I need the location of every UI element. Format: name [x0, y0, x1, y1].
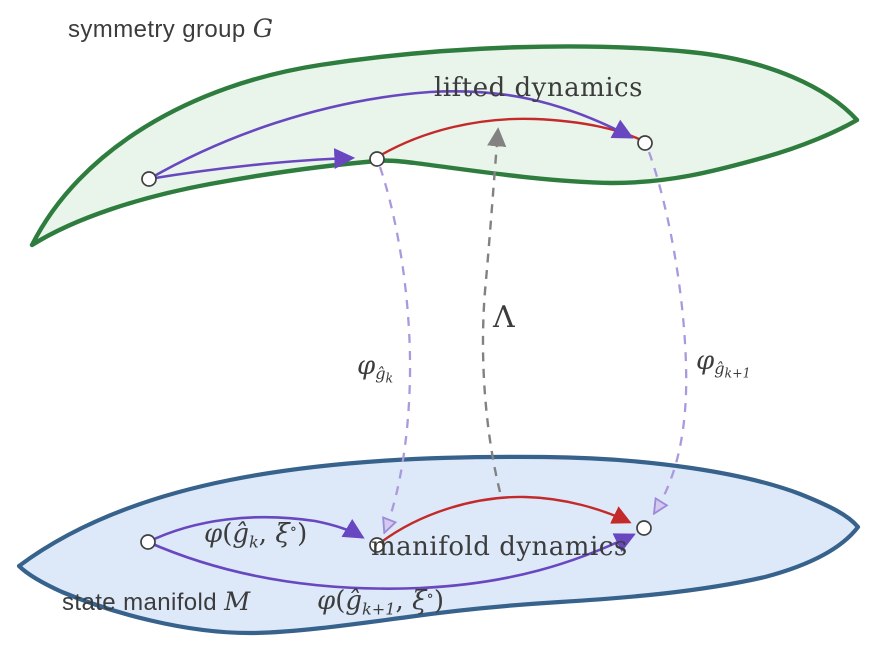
phi-gk1-phi: φ: [696, 346, 715, 376]
phi-gk1-label: φĝk+1: [696, 346, 751, 381]
action-k-sub: k: [249, 532, 259, 552]
phi-gk1-dashed-arrow: [647, 151, 688, 512]
phi-gk1-ghat: ĝ: [714, 359, 725, 379]
phi-gk-sub: k: [385, 370, 394, 386]
manifold-geodesic-arrow: [146, 533, 636, 590]
action-k1-rparen: ): [433, 586, 444, 616]
action-k1-comma: ,: [395, 586, 413, 616]
lambda-label: Λ: [493, 300, 515, 335]
action-k1-sub: k+1: [362, 599, 396, 619]
phi-gk-ghat: ĝ: [375, 364, 386, 384]
state-manifold-surface: [16, 454, 861, 636]
group-point-k1: [369, 151, 385, 167]
manifold-symbol: M: [224, 586, 251, 616]
phi-action-k-label: φ(ĝk, ξ∘): [204, 519, 308, 552]
group-point-k2: [637, 135, 653, 151]
manifold-step-arrow: [146, 515, 365, 544]
action-k-xi: ξ: [275, 519, 290, 549]
phi-action-k1-label: φ(ĝk+1, ξ∘): [317, 586, 444, 619]
phi-gk-label: φĝk: [357, 351, 394, 386]
state-manifold-label: state manifold M: [62, 586, 251, 617]
action-k-ring: ∘: [289, 519, 298, 538]
action-k-rparen: ): [297, 519, 308, 549]
action-k1-phi: φ: [317, 586, 336, 616]
action-k-comma: ,: [258, 519, 276, 549]
action-k1-xi: ξ: [412, 586, 427, 616]
group-symbol: G: [252, 13, 274, 43]
group-step-arrow: [147, 148, 356, 181]
symmetry-group-label-text: symmetry group: [68, 16, 253, 43]
manifold-dynamics-red-arrow: [378, 495, 632, 545]
manifold-point-k: [140, 534, 156, 550]
action-k-phi: φ: [204, 519, 223, 549]
action-k1-lparen: (: [335, 586, 346, 616]
phi-gk1-sub: k+1: [724, 365, 751, 381]
manifold-dynamics-label: manifold dynamics: [371, 532, 628, 562]
group-point-k: [141, 171, 157, 187]
phi-gk-dashed-arrow: [378, 166, 412, 531]
phi-gk-phi: φ: [357, 351, 376, 381]
symmetry-group-surface: [29, 44, 860, 248]
action-k1-ghat: ĝ: [345, 586, 363, 616]
action-k-ghat: ĝ: [232, 519, 250, 549]
manifold-point-k2: [636, 520, 652, 536]
group-geodesic-arrow: [147, 89, 634, 181]
state-manifold-label-text: state manifold: [62, 589, 225, 616]
lifted-dynamics-label: lifted dynamics: [434, 73, 643, 103]
manifold-point-k1: [369, 537, 385, 553]
lambda-dashed-arrow: [481, 127, 507, 493]
symmetry-group-label: symmetry group G: [68, 13, 274, 44]
action-k1-ring: ∘: [426, 586, 434, 605]
action-k-lparen: (: [222, 519, 233, 549]
